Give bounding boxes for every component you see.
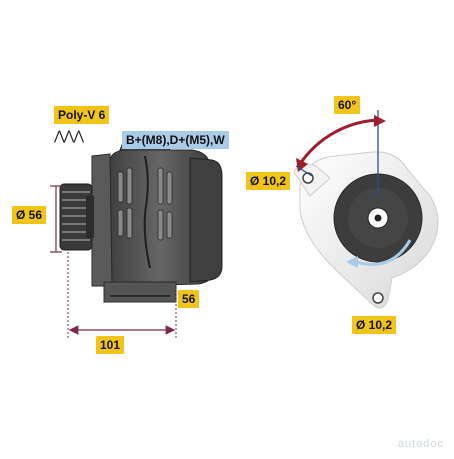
pulley-diameter-dimension [50, 185, 62, 253]
alternator-side-view [91, 139, 223, 303]
angle-arc [295, 115, 386, 177]
belt-type-label: Poly-V 6 [54, 106, 110, 124]
alternator-front-view [293, 110, 439, 309]
angle-label: 60° [334, 96, 361, 114]
length-label: 101 [96, 336, 125, 354]
lower-mount-hole [372, 292, 384, 304]
length-reference-lines [67, 252, 177, 340]
upper-hole-label: Ø 10,2 [246, 172, 291, 190]
pulley [59, 183, 94, 251]
mount-offset-label: 56 [178, 290, 200, 308]
upper-mount-hole [302, 172, 314, 184]
rotation-arrow-icon [346, 239, 412, 268]
belt-profile-icon: ⋀⋀⋀ [54, 128, 84, 143]
pulley-diameter-label: Ø 56 [12, 206, 47, 224]
terminals-label: B+(M8),D+(M5),W [122, 131, 229, 149]
lower-hole-label: Ø 10,2 [352, 316, 397, 334]
watermark: autodoc [397, 438, 444, 450]
